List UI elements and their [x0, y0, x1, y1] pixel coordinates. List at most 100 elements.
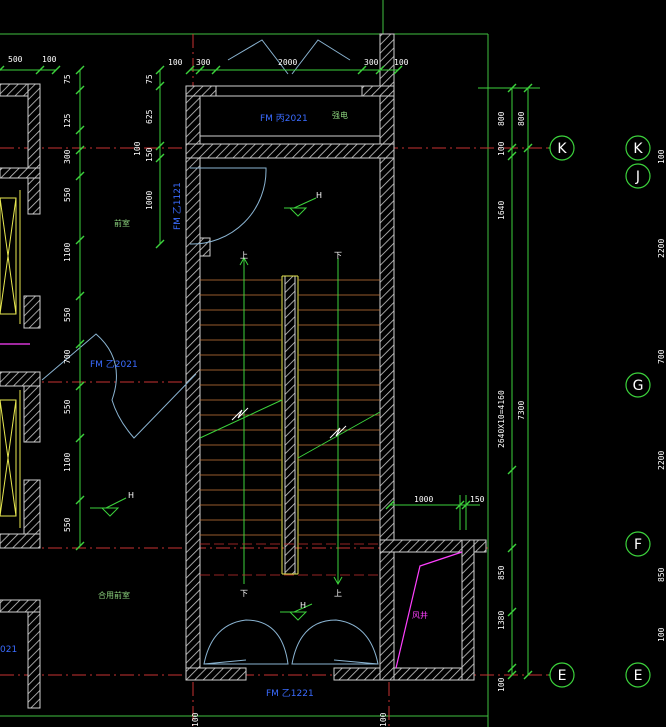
room-label-shaft: 风井	[412, 610, 428, 620]
dim-tick	[75, 235, 85, 245]
level-marks	[90, 197, 317, 621]
dim-tick	[35, 65, 45, 75]
dim-bottom-1: 100	[379, 712, 388, 727]
dim-left-8: 1100	[63, 453, 72, 472]
dim-outer-col: 800 7300	[517, 111, 526, 420]
dim-far-0: 100	[657, 149, 666, 164]
stair-down-2: 下	[240, 589, 248, 598]
stair-well	[281, 275, 299, 575]
dim-left-4: 1100	[63, 243, 72, 262]
dim-mid-4: 1000	[145, 191, 154, 210]
walls	[0, 33, 487, 709]
dim-outer-1: 7300	[517, 401, 526, 420]
dim-right-3: 2640X10=4160	[497, 390, 506, 448]
level-mark-1: H	[316, 191, 322, 200]
stair-up-2: 上	[334, 589, 342, 598]
room-label-shared-front: 合用前室	[98, 590, 130, 600]
dim-tick	[507, 465, 517, 475]
dim-right-5: 1380	[497, 611, 506, 630]
frame-lines	[0, 0, 489, 727]
dim-right-4: 850	[497, 565, 506, 580]
dim-tick	[455, 500, 465, 510]
dim-left-0: 75	[63, 74, 72, 84]
dim-notch-0: 1000	[414, 495, 433, 504]
door-label-west: FM 乙2021	[90, 359, 138, 370]
dim-tick	[75, 433, 85, 443]
dim-top-4: 2000	[278, 58, 297, 67]
grid-label-e1: E	[558, 668, 567, 684]
dim-mid-2: 150	[145, 147, 154, 162]
door-label-left: FM 乙1121	[172, 182, 183, 230]
room-label-electric: 强电	[332, 110, 348, 120]
grid-bubble-lines	[548, 147, 550, 676]
stair-up-1: 上	[240, 251, 248, 260]
dim-notch: 1000 150	[414, 495, 485, 504]
level-mark-2: H	[128, 491, 134, 500]
dim-tick	[75, 381, 85, 391]
room-label-front: 前室	[114, 218, 130, 228]
door-arcs	[41, 167, 379, 665]
dim-far-5: 100	[657, 627, 666, 642]
door-label-partial: 021	[0, 645, 17, 655]
top-opening	[199, 85, 381, 144]
dim-tick	[211, 65, 221, 75]
dim-left-1: 125	[63, 113, 72, 128]
landing-lines	[200, 543, 380, 576]
dim-tick	[155, 81, 165, 91]
dim-top-6: 100	[394, 58, 409, 67]
dim-far-col: 100 2200 700 2200 850 100	[657, 149, 666, 642]
dim-tick	[461, 500, 471, 510]
dim-tick	[507, 143, 517, 153]
dim-left-col: 75 125 300 550 1100 550 700 550 1100 550	[63, 74, 72, 532]
level-mark-3: H	[300, 601, 306, 610]
dim-outer-0: 800	[517, 111, 526, 126]
dim-notch-1: 150	[470, 495, 485, 504]
dim-tick	[75, 125, 85, 135]
dim-right-0: 800	[497, 111, 506, 126]
dim-far-2: 700	[657, 349, 666, 364]
dim-left-2: 300	[63, 149, 72, 164]
grid-label-f: F	[634, 537, 642, 553]
dim-mid-1: 625	[145, 109, 154, 124]
door-label-bottom: FM 乙1221	[266, 688, 314, 699]
dim-tick	[523, 143, 533, 153]
dim-mid-3: 100	[133, 141, 142, 156]
stair-down-1: 下	[334, 251, 342, 260]
dim-top-5: 300	[364, 58, 379, 67]
dim-tick	[507, 663, 517, 673]
dim-tick	[523, 670, 533, 680]
grid-bubbles	[549, 135, 651, 688]
grid-label-k1: K	[557, 141, 567, 157]
dim-tick	[195, 65, 205, 75]
dim-right-col: 800 100 1640 2640X10=4160 850 1380 100	[497, 111, 506, 692]
dim-tick	[357, 65, 367, 75]
elevators	[0, 190, 21, 528]
shaft-line	[0, 343, 463, 669]
walk-lines	[199, 256, 381, 586]
dim-tick	[507, 151, 517, 161]
dim-tick	[0, 65, 5, 71]
dim-far-4: 850	[657, 567, 666, 582]
dim-tick	[393, 65, 403, 75]
dim-mid-col: 75 625 150 100 1000	[133, 74, 154, 210]
dimension-ticks	[0, 65, 533, 680]
dim-tick	[75, 495, 85, 505]
grid-label-g: G	[633, 378, 644, 394]
dim-left-7: 550	[63, 399, 72, 414]
dim-top: 500 100 100 300 2000 300 100	[8, 55, 409, 67]
dim-tick	[75, 171, 85, 181]
break-lines	[231, 407, 347, 439]
dim-right-6: 100	[497, 677, 506, 692]
dim-tick	[75, 85, 85, 95]
dim-left-5: 550	[63, 307, 72, 322]
dim-left-3: 550	[63, 187, 72, 202]
dim-left-6: 700	[63, 349, 72, 364]
dim-tick	[385, 500, 395, 510]
dim-far-1: 2200	[657, 239, 666, 258]
dim-tick	[75, 145, 85, 155]
dim-tick	[51, 65, 61, 75]
dim-bottom-0: 100	[191, 712, 200, 727]
grid-label-e2: E	[634, 668, 643, 684]
dim-tick	[185, 65, 195, 75]
